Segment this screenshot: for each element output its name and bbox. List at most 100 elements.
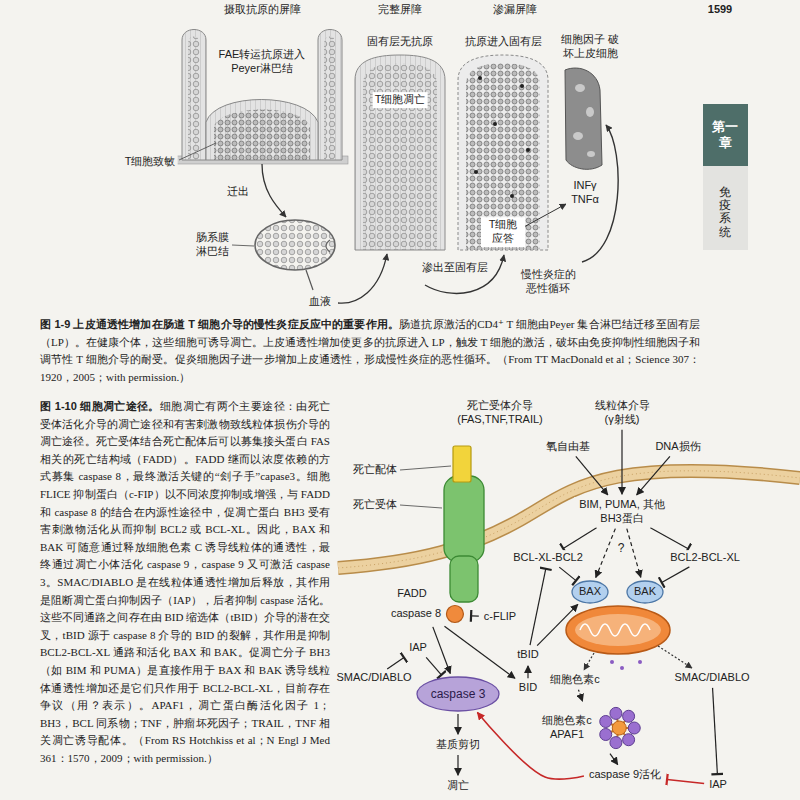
annotation: 细胞因子 破坏上皮细胞 [554, 32, 626, 62]
protein-oval: BAK [626, 580, 664, 604]
annotation: 抗原进入固有层 [463, 34, 544, 50]
annotation: T细胞 应答 [481, 217, 525, 247]
node-ellipse [572, 581, 608, 603]
annotation: 固有层无抗原 [365, 34, 435, 50]
inhibition-connector [667, 780, 704, 784]
peyer-dome [206, 100, 318, 161]
node-text: 基质剪切 [436, 738, 480, 752]
part-label: 死亡受体 [351, 497, 399, 513]
process-label: caspase 9活化 [586, 767, 664, 783]
caption-block: 图 1-10 细胞凋亡途径。细胞凋亡有两个主要途径：由死亡受体活化介导的凋亡途径… [40, 398, 330, 767]
node-text: BCL-XL-BCL2 [513, 551, 583, 565]
release-arrow [658, 646, 692, 668]
figure-title: 图 1-10 细胞凋亡途径。 [40, 400, 160, 412]
protein-label: 细胞色素c [547, 672, 603, 688]
leader-line [400, 505, 442, 508]
node-text: IAP [409, 641, 427, 655]
node-text: caspase 9活化 [589, 768, 661, 782]
apoptosome-wheel [596, 705, 642, 751]
annotation: 血液 [307, 294, 333, 310]
node-text: 细胞色素c [550, 673, 600, 687]
leader-line [179, 143, 216, 160]
node-text: 氧自由基 [546, 440, 590, 454]
protein-label: BCL2-BCL-XL [667, 550, 743, 566]
node-text: BID [519, 681, 537, 695]
antigen-dots [474, 76, 530, 198]
leader-line [400, 466, 451, 470]
lamina-propria [466, 63, 540, 250]
annotation: T细胞致敏 [123, 154, 178, 170]
annotation: INFγ TNFα [566, 178, 604, 208]
annotation: 迁出 [225, 184, 251, 200]
caspase-8: caspase 8 [388, 603, 468, 625]
villus [182, 30, 206, 161]
node-text: c-FLIP [484, 610, 516, 624]
node-text: DNA损伤 [655, 440, 700, 454]
intact-villus [355, 55, 445, 250]
chapter-tab [703, 104, 748, 250]
stimulus-label: 氧自由基 [543, 439, 593, 455]
figure-title: 图 1-9 上皮通透性增加在肠道 T 细胞介导的慢性炎症反应中的重要作用。 [40, 318, 399, 330]
node-text: SMAC/DIABLO [336, 671, 411, 685]
node-text: BAK [634, 585, 656, 599]
damaged-cell-spots [573, 84, 595, 157]
apoptosome-core [612, 721, 626, 735]
label-column: 细胞色素cAPAF1 [542, 714, 592, 742]
efferent-vessel [306, 270, 313, 290]
activation-arrow [621, 430, 622, 495]
release-arrow [584, 653, 594, 670]
cytochrome-dots [610, 660, 642, 670]
node-text: APAF1 [550, 728, 584, 742]
death-receptor [444, 476, 484, 562]
lymph-node [255, 220, 335, 270]
activation-arrow [457, 755, 458, 775]
activation-arrow [596, 529, 616, 578]
lamina-propria [188, 37, 200, 161]
protein-label: SMAC/DIABLO [333, 670, 414, 686]
apaf1-unit [622, 734, 634, 746]
inhibition-connector [662, 567, 690, 583]
node-text: BCL2-BCL-XL [670, 551, 740, 565]
inhibition-connector [559, 567, 576, 581]
chapter-tab-dark [703, 104, 748, 166]
membrane-texture [338, 471, 800, 568]
peyer-follicle [214, 110, 310, 161]
node-text: BIM, PUMA, 其他 BH3蛋白 [577, 498, 667, 526]
damaged-epithelium [565, 68, 602, 169]
apaf1-unit [609, 737, 621, 749]
protein-label: tBID [514, 647, 541, 663]
annotation: 慢性炎症的 恶性循环 [517, 267, 579, 297]
protein-oval: BAX [571, 580, 609, 604]
activation-arrow [637, 456, 670, 495]
question-mark: ? [616, 540, 627, 557]
inhibition-connector [530, 569, 546, 645]
inhibition-connector [650, 528, 688, 549]
node-text: 凋亡 [447, 779, 469, 793]
inhibition-connector [426, 657, 441, 674]
node-text: tBID [517, 648, 538, 662]
node-text: 线粒体介导 (γ射线) [592, 399, 652, 427]
caspase-3-ellipse: caspase 3 [416, 676, 500, 712]
pathway-heading: 死亡受体介导 (FAS,TNF,TRAIL) [448, 398, 552, 428]
inhibition-connector [387, 658, 404, 669]
apaf1-unit [609, 707, 621, 719]
annotation: FAE转运抗原进入 Peyer淋巴结 [214, 47, 310, 77]
inhibition-connector [563, 528, 596, 549]
apaf1-unit [628, 722, 640, 734]
caspase-8-symbol [445, 604, 465, 624]
lamina-propria [363, 63, 437, 250]
apaf1-unit [599, 729, 611, 741]
migration-arrow [262, 164, 286, 217]
apoptosome: 细胞色素cAPAF1 [539, 704, 645, 752]
mitochondrion-matrix [575, 614, 661, 646]
apaf1-unit [599, 715, 611, 727]
panel-heading: 完整屏障 [376, 2, 424, 18]
annotation: T细胞凋亡 [373, 92, 428, 108]
activation-arrow [457, 714, 458, 734]
protein-label: SMAC/DIABLO [671, 670, 752, 686]
protein-label: BID [516, 680, 540, 696]
node-text: 细胞色素c [542, 714, 592, 728]
death-ligand [453, 446, 471, 482]
caspase-8-circle [447, 606, 464, 623]
chapter-number: 第一章 [710, 118, 740, 153]
